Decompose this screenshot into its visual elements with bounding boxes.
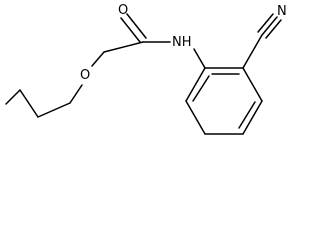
bond-ether-o-to-ch2 [91,51,105,67]
ring-inner-bond-left [192,75,210,102]
atom-label-amide-nh: NH [172,35,192,50]
atom-label-ether-oxygen: O [80,68,90,83]
bond-ch2-to-carbonyl-c [103,41,144,53]
molecule-drawing: O O NH N [5,3,287,135]
bond-methine-to-methyl-down [19,89,39,118]
bond-carbonyl-double-a [120,17,141,43]
atom-label-nitrile-nitrogen: N [277,4,287,19]
bond-nitrile-triple-c [265,19,282,39]
bond-methine-to-methylene [37,102,71,118]
bond-carbonyl-double-b [126,13,147,39]
bond-nh-to-ring [193,48,206,69]
bond-nitrile-triple-b [257,13,274,33]
structure-diagram: O O NH N [5,3,287,135]
atom-label-carbonyl-oxygen: O [118,3,128,18]
ring-bond-6 [185,67,206,102]
bond-methyl-left [5,89,21,105]
ring-bond-3 [242,100,263,135]
ring-bond-5 [185,100,206,135]
ring-inner-bond-lower-right [238,101,256,129]
bond-ring-to-nitrile-c [242,34,263,69]
bond-methylene-to-ether-o [69,84,83,104]
ring-bond-2 [242,67,263,102]
bond-nitrile-triple-a [261,16,278,36]
